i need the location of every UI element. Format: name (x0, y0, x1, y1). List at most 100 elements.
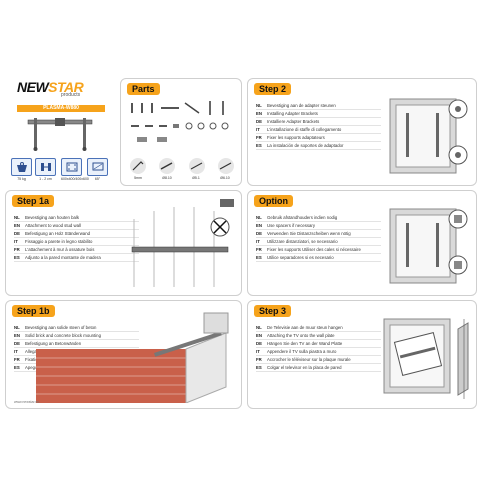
step1a-title: Step 1a (12, 195, 55, 207)
list-item: IT L'installazione di staffe di collegame… (256, 126, 381, 134)
option-illustration (389, 208, 468, 284)
list-item: DE Befestigung an Holz Ständerwand (14, 230, 139, 238)
instruction-text: Verwenden Sie Distanzscheiben wenn nötig (267, 231, 351, 236)
list-item: FR Fixer les supports adaptateurs (256, 134, 381, 142)
list-item: IT Fissaggio a parete in legno stabilito (14, 238, 139, 246)
language-code: ES (256, 143, 262, 148)
drill-6-icon (217, 158, 234, 174)
language-code: NL (256, 215, 262, 220)
step1b-illustration (36, 312, 229, 403)
spec-distance-label: 1 - 2 cm (39, 177, 52, 181)
language-code: NL (14, 325, 20, 330)
instruction-text: Adjunto a la pared montante de madera (25, 255, 101, 260)
instruction-text: Installiere Adapter Brackets (267, 119, 320, 124)
instruction-text: Colgar el televisor en la placa de pared (267, 365, 342, 370)
instruction-text: Attaching the TV onto the wall plate (267, 333, 335, 338)
parts-panel: Parts 5mm Ø8.10 Ø5.1 (120, 78, 242, 186)
distance-icon (40, 163, 51, 171)
step1a-illustration (131, 199, 234, 287)
tool-label-drill-8: Ø8.10 (162, 176, 172, 180)
option-panel: Option NL Gebruik afstandhouders indien n… (247, 190, 477, 296)
language-code: FR (14, 247, 20, 252)
instruction-text: Befestigung an Betonwänden (25, 341, 82, 346)
language-code: NL (14, 215, 20, 220)
language-code: DE (256, 119, 262, 124)
spec-screen-size: 65" (87, 158, 108, 181)
step1b-title: Step 1b (12, 305, 55, 317)
parts-title: Parts (127, 83, 160, 95)
option-instructions: NL Gebruik afstandhouders indien nodig EN… (256, 214, 381, 262)
spec-weight: 75 kg (11, 158, 32, 181)
language-code: DE (14, 231, 20, 236)
tool-label-drill-5: Ø5.1 (192, 176, 200, 180)
instruction-text: Fissaggio a parete in legno stabilito (25, 239, 93, 244)
language-code: EN (14, 223, 20, 228)
instruction-text: La instalación de soportes de adaptador (267, 143, 344, 148)
footer-url: www.newstar.eu (14, 400, 40, 404)
option-title: Option (254, 195, 293, 207)
language-code: IT (256, 239, 260, 244)
spec-distance: 1 - 2 cm (35, 158, 56, 181)
instruction-text: Appendere il TV sulla piastra a muro (267, 349, 337, 354)
instruction-text: Fixer les supports adaptateurs (267, 135, 325, 140)
language-code: FR (256, 357, 262, 362)
tool-label-hex: 5mm (134, 176, 142, 180)
instruction-text: Befestigung an Holz Ständerwand (25, 231, 90, 236)
product-panel: NEWSTAR products PLASMA-W880 75 kg 1 - 2… (5, 72, 115, 182)
instruction-text: Accrocher le téléviseur sur la plaque mu… (267, 357, 351, 362)
list-item: DE Verwenden Sie Distanzscheiben wenn nöt… (256, 230, 381, 238)
spec-vesa: 600x400/400x600 (61, 158, 89, 181)
step2-title: Step 2 (254, 83, 292, 95)
list-item: EN Attachment to wood stud wall (14, 222, 139, 230)
language-code: FR (14, 357, 20, 362)
mount-product-illustration (27, 118, 93, 151)
list-item: ES La instalación de soportes de adaptado… (256, 142, 381, 150)
list-item: NL Gebruik afstandhouders indien nodig (256, 214, 381, 222)
tool-label-drill-6: Ø6.10 (220, 176, 230, 180)
instruction-text: De Televisie aan de muur steun hangen (267, 325, 343, 330)
language-code: ES (256, 255, 262, 260)
list-item: EN Use spacers if necessary (256, 222, 381, 230)
instruction-text: Gebruik afstandhouders indien nodig (267, 215, 338, 220)
language-code: EN (256, 223, 262, 228)
spec-vesa-label: 600x400/400x600 (61, 177, 89, 181)
language-code: IT (14, 239, 18, 244)
brand-name-part1: NEW (17, 79, 49, 95)
list-item: IT Appendere il TV sulla piastra a muro (256, 348, 381, 356)
spec-weight-label: 75 kg (17, 177, 26, 181)
instruction-text: Use spacers if necessary (267, 223, 316, 228)
language-code: IT (256, 127, 260, 132)
instruction-text: Utilice separadores si es necesario (267, 255, 334, 260)
language-code: FR (256, 135, 262, 140)
parts-illustration (131, 101, 229, 142)
drill-5-icon (188, 158, 205, 174)
language-code: ES (14, 255, 20, 260)
language-code: NL (256, 103, 262, 108)
step3-title: Step 3 (254, 305, 292, 317)
step2-instructions: NL Bevestiging aan de adapter steunen EN I… (256, 102, 381, 150)
language-code: FR (256, 247, 262, 252)
instruction-text: Attachment to wood stud wall (25, 223, 81, 228)
language-code: DE (14, 341, 20, 346)
instruction-text: Bevestiging aan de adapter steunen (267, 103, 336, 108)
language-code: IT (256, 349, 260, 354)
instruction-text: L'installazione di staffe di collegament… (267, 127, 342, 132)
language-code: EN (256, 111, 262, 116)
list-item: NL Bevestiging aan de adapter steunen (256, 102, 381, 110)
hex-key-icon (130, 158, 146, 174)
language-code: DE (256, 231, 262, 236)
instruction-text: Solid brick and concrete block mounting (25, 333, 101, 338)
